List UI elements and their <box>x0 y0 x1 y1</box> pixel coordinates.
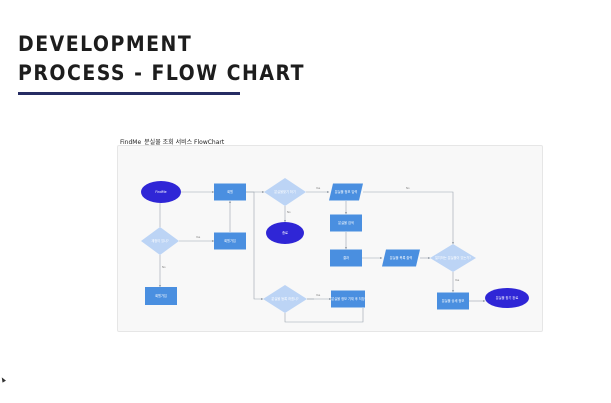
flow-node-register_lost: 분실물 정보 기재 후 저장 <box>331 290 365 308</box>
flow-node-label: 종료 <box>282 231 288 235</box>
flow-node-label: 분실물 정보 기재 후 저장 <box>331 296 364 301</box>
edge-connector <box>246 191 264 301</box>
flow-node-signup: 회원가입 <box>214 232 246 250</box>
slide-title-line-2: PROCESS - FLOW CHART <box>18 61 305 85</box>
flow-node-q_register: 분실물 등록 하겠나? <box>263 285 307 313</box>
flow-node-check_member: 계정이 있나? <box>141 227 179 255</box>
decision-shape <box>263 285 307 313</box>
title-underline <box>18 92 240 95</box>
flow-node-label: 분실물 목록 출력 <box>390 255 413 260</box>
edge-label-yes: Yes <box>455 278 460 282</box>
flow-node-label: 분실물 정보 입력 <box>335 189 358 194</box>
edge-connector <box>284 308 364 323</box>
edge-label-yes: Yes <box>316 293 321 297</box>
flow-node-retrieve: 분실물 찾기 완료 <box>485 288 529 308</box>
terminal-shape <box>485 288 529 308</box>
process-shape <box>331 290 365 308</box>
edge-label-yes: Yes <box>316 186 321 190</box>
flow-node-detail: 분실물 상세 정보 <box>437 292 469 310</box>
terminal-shape <box>141 181 181 203</box>
flow-node-label: 분실물 찾기 완료 <box>496 295 519 300</box>
slide-title-line-1: DEVELOPMENT <box>18 32 193 56</box>
flow-node-start: FindMe <box>141 181 181 203</box>
flow-node-register: 회원가입 <box>145 287 177 305</box>
decision-shape <box>141 227 179 255</box>
flow-node-q_lost: 분실물찾기 하기 <box>264 178 306 206</box>
flow-node-search_lost: 분실물 검색 <box>330 214 362 232</box>
flow-node-label: 분실물찾기 하기 <box>274 189 296 194</box>
slide-title: DEVELOPMENT PROCESS - FLOW CHART <box>18 30 305 88</box>
mouse-cursor-icon <box>0 376 6 383</box>
flow-node-label: 분실물 상세 정보 <box>442 298 465 303</box>
process-shape <box>214 183 246 201</box>
edge-label-yes: Yes <box>196 235 201 239</box>
flow-node-end: 종료 <box>266 222 304 244</box>
flow-node-label: 회원 <box>227 189 233 194</box>
flow-node-label: 결과 <box>343 255 349 260</box>
io-shape <box>382 249 420 267</box>
process-shape <box>330 214 362 232</box>
decision-shape <box>264 178 306 206</box>
flow-node-label: 회원가입 <box>155 293 167 298</box>
flow-node-label: 일치하는 분실물이 있는가? <box>435 255 471 260</box>
flow-node-show_list: 분실물 목록 출력 <box>382 249 420 267</box>
process-shape <box>437 292 469 310</box>
flow-node-label: 분실물 등록 하겠나? <box>271 296 298 301</box>
edge-label-no: No <box>287 210 291 214</box>
flow-node-q_match: 일치하는 분실물이 있는가? <box>430 244 476 272</box>
process-shape <box>145 287 177 305</box>
process-shape <box>330 249 362 267</box>
flow-node-login: 회원 <box>214 183 246 201</box>
flowchart-title: FindMe_분실물 조회 서비스 FlowChart <box>120 139 225 146</box>
flow-node-label: 계정이 있나? <box>151 238 169 243</box>
decision-shape <box>430 244 476 272</box>
edge-label-no: No <box>406 186 410 190</box>
io-shape <box>329 183 363 201</box>
flow-node-show_result: 결과 <box>330 249 362 267</box>
flow-node-label: FindMe <box>155 190 166 194</box>
flow-node-input_lost: 분실물 정보 입력 <box>329 183 363 201</box>
terminal-shape <box>266 222 304 244</box>
edge-connector <box>363 191 455 245</box>
process-shape <box>214 232 246 250</box>
edge-label-no: No <box>162 265 166 269</box>
flow-node-label: 분실물 검색 <box>338 220 354 225</box>
flow-node-label: 회원가입 <box>224 238 236 243</box>
